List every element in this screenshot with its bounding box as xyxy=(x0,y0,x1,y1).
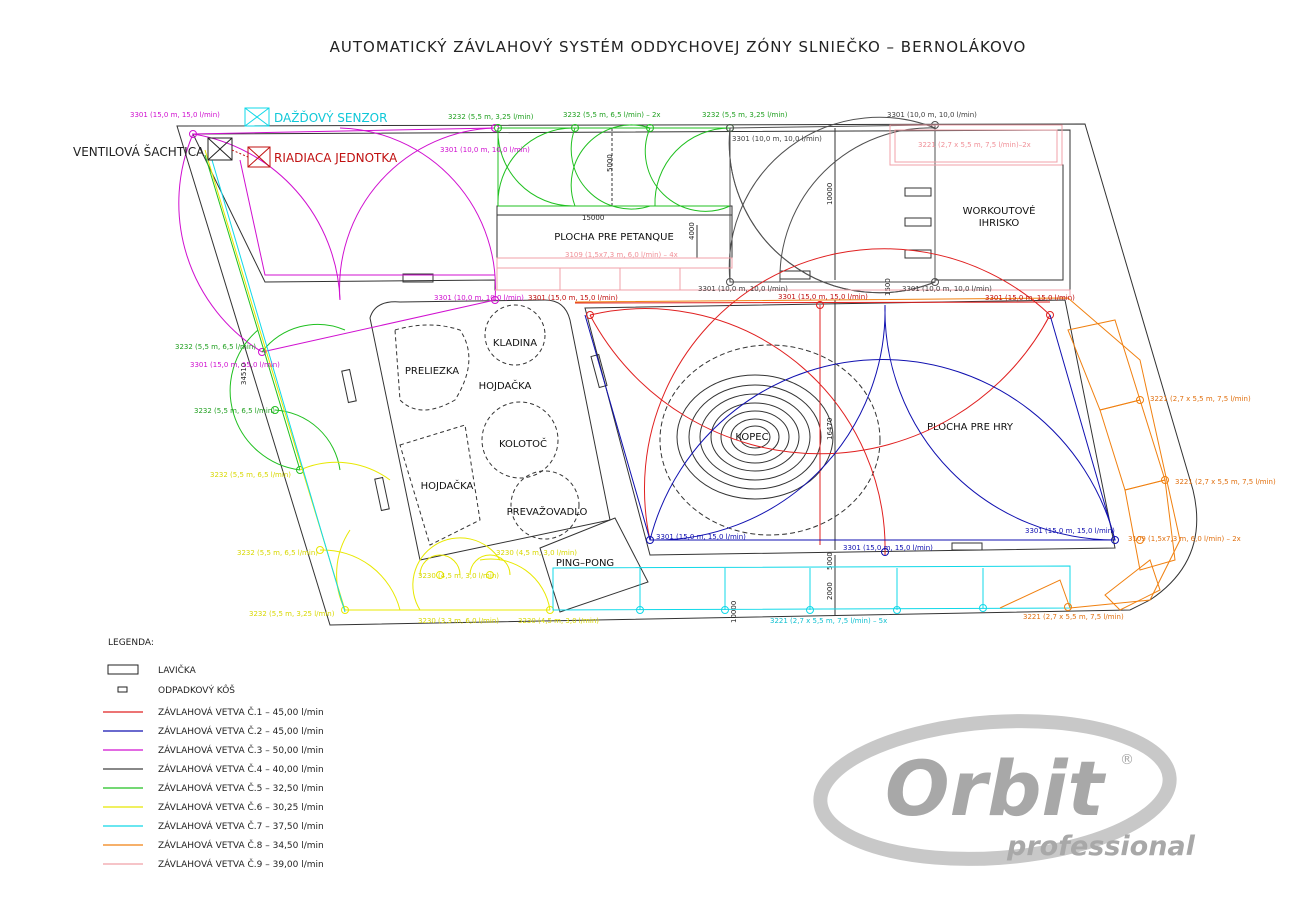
workout-label-2: IHRISKO xyxy=(979,218,1020,229)
dim-1500: 1500 xyxy=(884,278,892,296)
legend-branch-label: ZÁVLAHOVÁ VETVA Č.1 – 45,00 l/min xyxy=(158,706,324,718)
legend-branch-label: ZÁVLAHOVÁ VETVA Č.8 – 34,50 l/min xyxy=(158,839,324,851)
sprinkler-label: 3232 (5,5 m, 6,5 l/min) xyxy=(210,471,291,479)
legend-branches: ZÁVLAHOVÁ VETVA Č.1 – 45,00 l/minZÁVLAHO… xyxy=(103,706,324,870)
legend-branch-label: ZÁVLAHOVÁ VETVA Č.2 – 45,00 l/min xyxy=(158,725,324,737)
bench-symbol xyxy=(107,664,139,675)
sprinkler-label: 3301 (15,0 m, 15,0 l/min) xyxy=(778,293,868,301)
playground-area xyxy=(341,299,611,561)
sprinkler-label: 3232 (5,5 m, 6,5 l/min) – 2x xyxy=(563,111,661,119)
sprinkler-label: 3230 (4,5 m, 3,0 l/min) xyxy=(518,617,599,625)
prevazovadlo-label: PREVAŽOVADLO xyxy=(507,505,588,518)
control-unit xyxy=(231,146,271,168)
dim-10000: 10000 xyxy=(826,183,834,205)
sprinkler-label: 3301 (10,0 m, 10,0 l/min) xyxy=(698,285,788,293)
valve-box xyxy=(207,137,233,161)
dim-5000b: 5000 xyxy=(826,552,834,570)
branch-4-lines xyxy=(726,116,939,294)
branch-3-lines xyxy=(178,124,499,356)
sprinkler-label: 3301 (10,0 m, 10,0 l/min) xyxy=(440,146,530,154)
hojdacka-label-1: HOJDAČKA xyxy=(479,379,532,392)
sprinkler-label: 3232 (5,5 m, 6,5 l/min) xyxy=(194,407,275,415)
orbit-logo: Orbit ® professional xyxy=(813,714,1196,866)
sprinkler-label: 3221 (2,7 x 5,5 m, 7,5 l/min) xyxy=(1023,613,1124,621)
sprinkler-label: 3232 (5,5 m, 6,5 l/min) xyxy=(237,549,318,557)
sprinkler-label: 3232 (5,5 m, 3,25 l/min) xyxy=(249,610,335,618)
dim-2000: 2000 xyxy=(826,582,834,600)
legend-heading: LEGENDA: xyxy=(108,638,154,648)
dim-5000: 5000 xyxy=(606,154,614,172)
sprinkler-label: 3301 (10,0 m, 10,0 l/min) xyxy=(732,135,822,143)
branch-2-lines xyxy=(584,304,1119,556)
branch-7-lines xyxy=(211,107,1071,614)
rain-sensor-label: DAŽĎOVÝ SENZOR xyxy=(274,110,387,125)
sprinkler-label: 3301 (15,0 m, 15,0 l/min) xyxy=(190,361,280,369)
control-unit-label: RIADIACA JEDNOTKA xyxy=(274,151,398,165)
sprinkler-label: 3301 (15,0 m, 15,0 l/min) xyxy=(130,111,220,119)
dimension-lines xyxy=(696,128,836,615)
sprinkler-label: 3232 (5,5 m, 3,25 l/min) xyxy=(448,113,534,121)
legend-bin: ODPADKOVÝ KÔŠ xyxy=(158,684,235,696)
sprinkler-label: 3221 (2,7 x 5,5 m, 7,5 l/min)–2x xyxy=(918,141,1031,149)
branch-6-lines xyxy=(204,149,554,614)
kopec-label: KOPEC xyxy=(735,432,768,443)
sprinkler-label: 3232 (5,5 m, 3,25 l/min) xyxy=(702,111,788,119)
sprinkler-label: 3301 (10,0 m, 10,0 l/min) xyxy=(902,285,992,293)
legend-branch-label: ZÁVLAHOVÁ VETVA Č.3 – 50,00 l/min xyxy=(158,744,324,756)
logo-brand: Orbit xyxy=(885,744,1107,833)
sprinkler-label: 3301 (10,0 m, 10,0 l/min) xyxy=(887,111,977,119)
sprinkler-label: 3221 (2,7 x 5,5 m, 7,5 l/min) xyxy=(1175,478,1276,486)
games-area xyxy=(584,299,1116,556)
sprinkler-label: 3301 (15,0 m, 15,0 l/min) xyxy=(843,544,933,552)
sprinkler-label: 3221 (2,7 x 5,5 m, 7,5 l/min) xyxy=(1150,395,1251,403)
games-label: PLOCHA PRE HRY xyxy=(927,422,1014,433)
kolotoc-label: KOLOTOČ xyxy=(499,437,547,450)
sprinkler-label: 3301 (10,0 m, 10,0 l/min) xyxy=(434,294,524,302)
sprinkler-label: 3301 (15,0 m, 15,0 l/min) xyxy=(528,294,618,302)
sprinkler-label: 3230 (4,5 m, 3,0 l/min) xyxy=(496,549,577,557)
dim-16470: 16470 xyxy=(826,418,834,440)
kladina-label: KLADINA xyxy=(493,338,537,349)
legend: LEGENDA: LAVIČKA ODPADKOVÝ KÔŠ ZÁVLAHOVÁ… xyxy=(103,638,324,870)
logo-reg: ® xyxy=(1120,752,1134,768)
hojdacka-label-2: HOJDAČKA xyxy=(421,479,474,492)
sprinkler-label: 3230 (4,5 m, 3,0 l/min) xyxy=(418,572,499,580)
sprinkler-label: 3230 (3,3 m, 6,0 l/min) xyxy=(418,617,499,625)
branch-1-lines xyxy=(574,248,1054,556)
dim-34510: 34510 xyxy=(240,363,248,385)
sprinkler-label: 3109 (1,5x7,3 m, 6,0 l/min) – 2x xyxy=(1128,535,1241,543)
branch-5-lines xyxy=(204,124,734,474)
petanque-label: PLOCHA PRE PETANQUE xyxy=(554,232,674,243)
sprinkler-label: 3109 (1,5x7,3 m, 6,0 l/min) – 4x xyxy=(565,251,678,259)
preliezka-label: PRELIEZKA xyxy=(405,366,459,377)
legend-branch-label: ZÁVLAHOVÁ VETVA Č.5 – 32,50 l/min xyxy=(158,782,324,794)
sprinkler-label: 3301 (15,0 m, 15,0 l/min) xyxy=(656,533,746,541)
pingpong-label: PING–PONG xyxy=(556,558,614,569)
valve-box-label: VENTILOVÁ ŠACHTICA xyxy=(73,144,205,159)
workout-label-1: WORKOUTOVÉ xyxy=(963,204,1036,217)
dim-4000: 4000 xyxy=(688,222,696,240)
logo-sub: professional xyxy=(1006,831,1196,862)
branch-9-lines xyxy=(495,124,1071,296)
dim-10000b: 10000 xyxy=(730,601,738,623)
bin-symbol xyxy=(117,686,128,693)
sprinkler-label: 3221 (2,7 x 5,5 m, 7,5 l/min) – 5x xyxy=(770,617,887,625)
legend-branch-label: ZÁVLAHOVÁ VETVA Č.6 – 30,25 l/min xyxy=(158,801,324,813)
legend-branch-label: ZÁVLAHOVÁ VETVA Č.7 – 37,50 l/min xyxy=(158,820,324,832)
branch-8-lines xyxy=(574,297,1181,611)
legend-branch-label: ZÁVLAHOVÁ VETVA Č.9 – 39,00 l/min xyxy=(158,858,324,870)
sprinkler-labels: 3301 (15,0 m, 15,0 l/min) 3232 (5,5 m, 3… xyxy=(130,111,1276,625)
sprinkler-label: 3301 (15,0 m, 15,0 l/min) xyxy=(985,294,1075,302)
legend-bench: LAVIČKA xyxy=(158,664,197,676)
dim-15000: 15000 xyxy=(582,214,604,222)
sprinkler-label: 3232 (5,5 m, 6,5 l/min) xyxy=(175,343,256,351)
sprinkler-label: 3301 (15,0 m, 15,0 l/min) xyxy=(1025,527,1115,535)
legend-branch-label: ZÁVLAHOVÁ VETVA Č.4 – 40,00 l/min xyxy=(158,763,324,775)
page-title: AUTOMATICKÝ ZÁVLAHOVÝ SYSTÉM ODDYCHOVEJ … xyxy=(330,37,1027,56)
